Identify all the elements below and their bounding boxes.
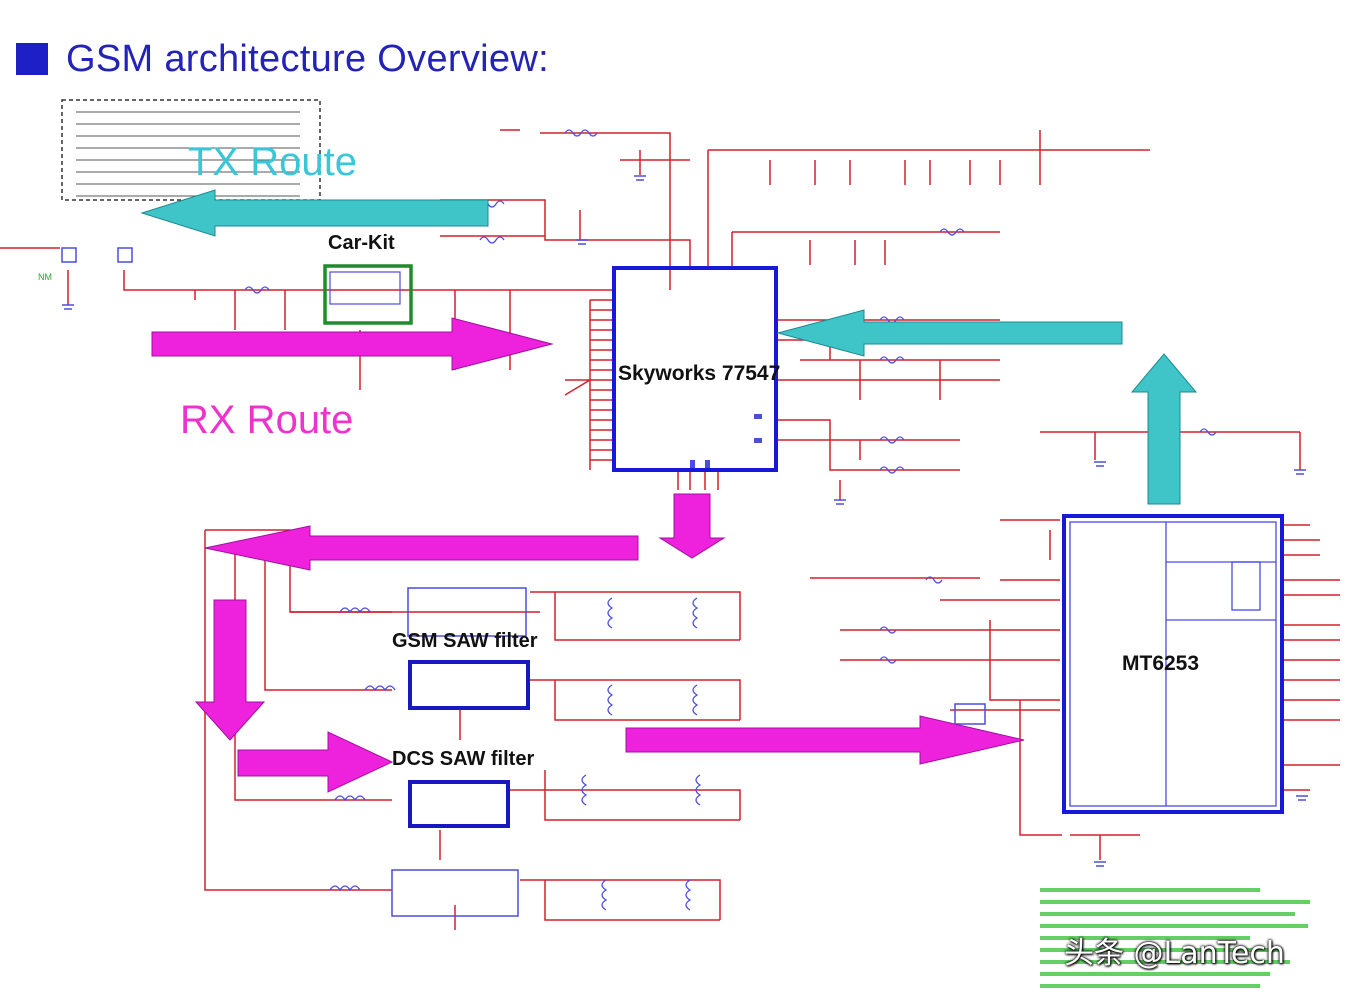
tx-route-label: TX Route bbox=[188, 140, 357, 184]
mt6253-chip bbox=[1062, 514, 1284, 814]
rx-route-label: RX Route bbox=[180, 398, 354, 442]
ground-symbols bbox=[62, 175, 1308, 867]
saw-filter-1 bbox=[407, 587, 527, 637]
rx-to-saw-arrow bbox=[237, 731, 394, 793]
rx-down-arrow bbox=[194, 599, 266, 741]
rx-route-arrow bbox=[151, 317, 554, 371]
mt6253-label: MT6253 bbox=[1122, 652, 1200, 675]
dcs-saw-filter-label: DCS SAW filter bbox=[392, 748, 535, 770]
car-kit-label: Car-Kit bbox=[328, 232, 395, 254]
crystal bbox=[954, 703, 986, 725]
saw-to-baseband-arrow bbox=[625, 715, 1025, 765]
nm-label: NM bbox=[38, 272, 52, 282]
baseband-to-transceiver-arrow bbox=[776, 309, 1123, 357]
saw-filter-4 bbox=[391, 869, 519, 917]
input-connectors bbox=[61, 247, 133, 263]
gsm-saw-filter-label: GSM SAW filter bbox=[392, 630, 538, 652]
baseband-up-arrow bbox=[1130, 353, 1198, 505]
title-bullet-icon bbox=[16, 43, 48, 75]
schematic-wires bbox=[0, 129, 1340, 930]
car-kit-box bbox=[323, 264, 413, 325]
mt6253-inner-lines bbox=[1069, 521, 1277, 807]
skyworks-label: Skyworks 77547 bbox=[618, 362, 781, 385]
watermark: 头条 @LanTech bbox=[1064, 936, 1285, 971]
dcs-saw-filter-box bbox=[408, 780, 510, 828]
transceiver-down-arrow bbox=[658, 493, 726, 559]
tx-route-arrow bbox=[140, 189, 489, 237]
car-kit-inner bbox=[329, 271, 401, 305]
gsm-saw-filter-box bbox=[408, 660, 530, 710]
page-title: GSM architecture Overview: bbox=[66, 37, 549, 80]
skyworks-chip bbox=[612, 266, 778, 472]
slide-title: GSM architecture Overview: bbox=[16, 34, 549, 84]
rx-left-arrow bbox=[204, 525, 639, 571]
skyworks-pins bbox=[690, 414, 762, 468]
mode-table-lines bbox=[76, 111, 300, 197]
power-rail-notes bbox=[1040, 888, 1310, 988]
